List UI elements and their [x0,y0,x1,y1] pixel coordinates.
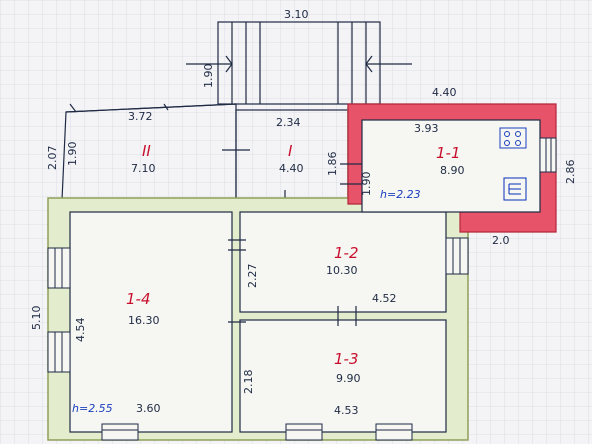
kitchen-bottom-label: 2.0 [492,234,510,247]
kitchen-inner-height-label: 1.90 [360,172,373,197]
room-II-inner-height-label: 1.90 [66,142,79,167]
kitchen-outer-height-label: 2.86 [564,160,577,185]
room-II-number: II [142,142,151,160]
kitchen-number: 1-1 [436,144,461,162]
house-ceiling-height: h=2.55 [72,402,113,415]
kitchen-width-label: 3.93 [414,122,439,135]
room-1-4-number: 1-4 [126,290,151,308]
room-I-area: 4.40 [279,162,304,175]
room-1-4-area: 16.30 [128,314,160,327]
room-1-2-area: 10.30 [326,264,358,277]
kitchen-red-annex [347,103,557,233]
room-1-4-outer-height-label: 5.10 [30,306,43,331]
room-1-4-height-label: 4.54 [74,318,87,343]
room-1-4-width-label: 3.60 [136,402,161,415]
boiler-icon [503,177,527,201]
room-1-3-number: 1-3 [334,350,359,368]
room-1-3-width-label: 4.53 [334,404,359,417]
door-ticks [228,163,362,326]
room-1-2-width-label: 4.52 [372,292,397,305]
top-annex-width-label: 3.10 [284,8,309,21]
kitchen-outer-width-label: 4.40 [432,86,457,99]
kitchen-ceiling-height: h=2.23 [380,188,421,201]
top-annex [186,21,412,105]
room-II-area: 7.10 [131,162,156,175]
room-1-2-number: 1-2 [334,244,359,262]
top-annex-depth-label: 1.90 [202,64,215,89]
room-I-height-label: 1.86 [326,152,339,177]
room-II-height-label: 2.07 [46,146,59,171]
windows [47,237,469,441]
room-I-number: I [288,142,293,160]
stove-icon [499,127,527,149]
room-I-width-label: 2.34 [276,116,301,129]
room-1-3-height-label: 2.18 [242,370,255,395]
room-1-2-height-label: 2.27 [246,264,259,289]
kitchen-area: 8.90 [440,164,465,177]
room-II-width-label: 3.72 [128,110,153,123]
room-1-3-area: 9.90 [336,372,361,385]
